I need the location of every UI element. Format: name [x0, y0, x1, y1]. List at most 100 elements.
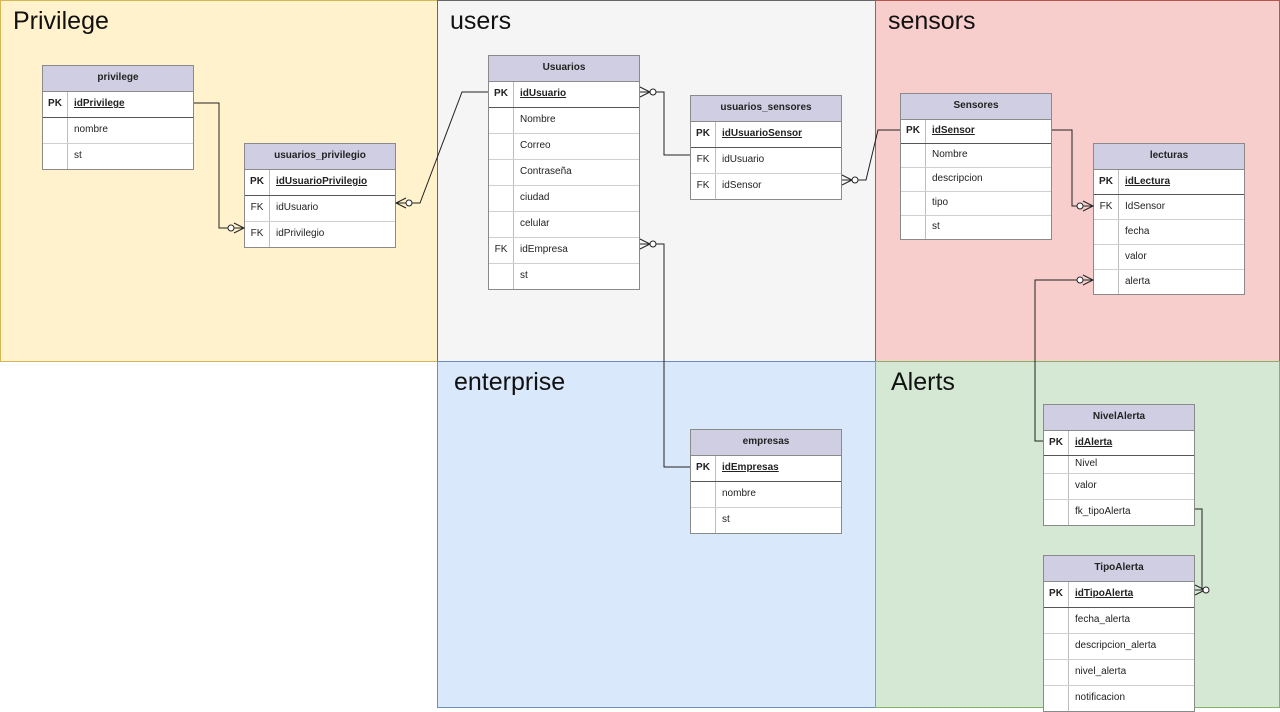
entity-row: st: [691, 508, 841, 533]
key-label: FK: [691, 174, 716, 199]
entity-title: lecturas: [1094, 144, 1244, 170]
entity-title: usuarios_sensores: [691, 96, 841, 122]
entity-nivelalerta[interactable]: NivelAlerta PK idAlerta Nivel valor fk_ti…: [1043, 404, 1195, 526]
field-name: idEmpresas: [722, 462, 779, 473]
entity-row: notificacion: [1044, 686, 1194, 711]
field-name: st: [520, 270, 528, 281]
field-name: valor: [1075, 480, 1097, 491]
field-name: idUsuarioSensor: [722, 128, 803, 139]
key-label: PK: [1044, 431, 1069, 455]
entity-row: Contraseña: [489, 160, 639, 186]
entity-row: fk_tipoAlerta: [1044, 500, 1194, 525]
key-label: [489, 212, 514, 237]
field-name: fecha_alerta: [1075, 614, 1131, 625]
key-label: [43, 118, 68, 143]
field-name: tipo: [932, 197, 949, 208]
field-name: descripcion: [932, 173, 983, 184]
field-name: Nombre: [932, 149, 968, 160]
field-name: Contraseña: [520, 166, 572, 177]
field-name: Nombre: [520, 114, 556, 125]
entity-row: Nombre: [901, 144, 1051, 168]
key-label: PK: [489, 82, 514, 107]
field-name: nombre: [74, 124, 108, 135]
entity-row: valor: [1044, 474, 1194, 500]
key-label: [1044, 634, 1069, 659]
entity-row: PK idAlerta: [1044, 431, 1194, 456]
key-label: [1044, 500, 1069, 525]
key-label: [1044, 474, 1069, 499]
entity-row: fecha_alerta: [1044, 608, 1194, 634]
field-name: idUsuario: [276, 202, 319, 213]
entity-row: FK idUsuario: [245, 196, 395, 222]
entity-title: empresas: [691, 430, 841, 456]
key-label: FK: [245, 222, 270, 247]
key-label: [43, 144, 68, 169]
field-name: idAlerta: [1075, 437, 1113, 448]
entity-row: FK idSensor: [691, 174, 841, 199]
key-label: FK: [691, 148, 716, 173]
field-name: nombre: [722, 488, 756, 499]
field-name: idLectura: [1125, 176, 1171, 187]
key-label: [901, 168, 926, 191]
entity-row: Correo: [489, 134, 639, 160]
field-name: st: [932, 221, 940, 232]
key-label: FK: [489, 238, 514, 263]
entity-row: tipo: [901, 192, 1051, 216]
zone-title: Privilege: [13, 7, 109, 35]
field-name: idPrivilegio: [276, 228, 325, 239]
key-label: FK: [245, 196, 270, 221]
entity-row: descripcion_alerta: [1044, 634, 1194, 660]
field-name: Correo: [520, 140, 551, 151]
field-name: nivel_alerta: [1075, 666, 1127, 677]
field-name: ciudad: [520, 192, 550, 203]
key-label: [1094, 245, 1119, 269]
field-name: IdSensor: [1125, 201, 1166, 212]
key-label: PK: [691, 456, 716, 481]
field-name: idUsuarioPrivilegio: [276, 176, 368, 187]
entity-row: Nivel: [1044, 456, 1194, 474]
key-label: [1094, 270, 1119, 294]
key-label: [691, 482, 716, 507]
field-name: idSensor: [722, 180, 762, 191]
entity-row: fecha: [1094, 220, 1244, 245]
entity-title: usuarios_privilegio: [245, 144, 395, 170]
field-name: descripcion_alerta: [1075, 640, 1157, 651]
entity-empresas[interactable]: empresas PK idEmpresas nombre st: [690, 429, 842, 534]
field-name: fk_tipoAlerta: [1075, 506, 1131, 517]
entity-row: ciudad: [489, 186, 639, 212]
key-label: [1044, 608, 1069, 633]
field-name: fecha: [1125, 226, 1150, 237]
key-label: [489, 186, 514, 211]
key-label: [489, 160, 514, 185]
key-label: [1044, 660, 1069, 685]
zone-title: sensors: [888, 7, 976, 35]
key-label: FK: [1094, 195, 1119, 219]
field-name: valor: [1125, 251, 1147, 262]
entity-row: st: [901, 216, 1051, 239]
entity-title: privilege: [43, 66, 193, 92]
field-name: idTipoAlerta: [1075, 588, 1134, 599]
entity-row: descripcion: [901, 168, 1051, 192]
zone-title: enterprise: [454, 368, 566, 396]
entity-row: Nombre: [489, 108, 639, 134]
field-name: celular: [520, 218, 550, 229]
field-name: idUsuario: [722, 154, 765, 165]
entity-row: FK IdSensor: [1094, 195, 1244, 220]
entity-title: NivelAlerta: [1044, 405, 1194, 431]
field-name: alerta: [1125, 276, 1151, 287]
key-label: [1044, 456, 1069, 473]
key-label: [691, 508, 716, 533]
entity-title: TipoAlerta: [1044, 556, 1194, 582]
